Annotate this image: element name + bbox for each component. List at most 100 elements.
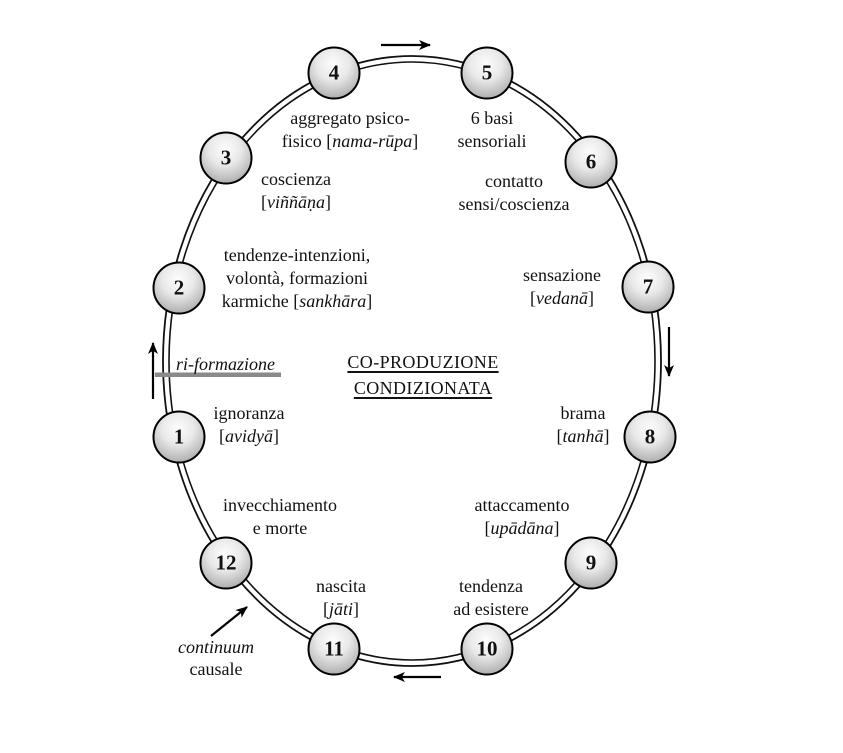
label-text: invecchiamento	[223, 494, 337, 515]
reformation-label: ri-formazione	[176, 354, 275, 374]
bracket-close: ]	[366, 290, 373, 311]
node-label-7: sensazione[vedanā]	[523, 264, 601, 310]
label-line: ad esistere	[453, 598, 528, 621]
label-text: tendenze-intenzioni,	[223, 244, 371, 265]
label-line: sensi/coscienza	[459, 193, 570, 216]
label-line: sensoriali	[458, 130, 527, 153]
node-number: 5	[481, 60, 493, 85]
node-circle-1: 1	[152, 410, 206, 464]
bracket-close: ]	[272, 425, 279, 446]
label-line: contatto	[459, 170, 570, 193]
pali-term: avidyā	[225, 425, 273, 446]
bracket-open: [	[261, 191, 267, 212]
label-line: sensazione	[523, 264, 601, 287]
label-text: attaccamento	[474, 494, 570, 515]
label-line: coscienza	[261, 168, 331, 191]
label-text: 6 basi	[470, 107, 514, 128]
node-circle-8: 8	[623, 410, 677, 464]
label-line: ignoranza	[214, 402, 285, 425]
label-line: invecchiamento	[223, 494, 337, 517]
diagram-title: CO-PRODUZIONE CONDIZIONATA	[347, 349, 498, 401]
label-line: nascita	[316, 575, 366, 598]
label-text: karmiche	[221, 290, 294, 311]
diagram-title-line1: CO-PRODUZIONE	[347, 352, 499, 372]
node-number: 9	[585, 550, 597, 575]
pali-term: tanhā	[562, 425, 604, 446]
node-number: 4	[328, 60, 340, 85]
label-line: tendenza	[453, 575, 528, 598]
pali-term: jāti	[328, 598, 354, 619]
node-circle-4: 4	[307, 46, 361, 100]
node-circle-11: 11	[307, 622, 361, 676]
label-line: [viññāṇa]	[261, 191, 331, 214]
node-circle-10: 10	[460, 622, 514, 676]
node-number: 8	[644, 424, 656, 449]
bracket-close: ]	[325, 191, 331, 212]
label-text: volontà, formazioni	[226, 267, 368, 288]
node-circle-7: 7	[621, 260, 675, 314]
bracket-close: ]	[603, 425, 610, 446]
node-circle-3: 3	[199, 131, 253, 185]
label-line: [upādāna]	[475, 517, 570, 540]
label-text: fisico	[281, 130, 327, 151]
pali-term: vedanā	[536, 287, 588, 308]
label-line: karmiche [sankhāra]	[222, 290, 372, 313]
label-line: e morte	[223, 517, 337, 540]
label-text: tendenza	[459, 575, 523, 596]
label-text: sensoriali	[457, 130, 527, 151]
bracket-open: [	[530, 287, 536, 308]
label-text: coscienza	[261, 168, 331, 189]
label-line: tendenze-intenzioni,	[222, 244, 372, 267]
bracket-open: [	[293, 290, 300, 311]
label-text: aggregato psico-	[290, 107, 410, 128]
label-line: attaccamento	[475, 494, 570, 517]
node-label-8: brama[tanhā]	[556, 402, 609, 448]
node-number: 6	[585, 149, 597, 174]
bracket-close: ]	[553, 517, 560, 538]
bracket-open: [	[326, 130, 333, 151]
label-line: aggregato psico-	[282, 107, 419, 130]
label-line: [tanhā]	[556, 425, 609, 448]
bracket-close: ]	[412, 130, 419, 151]
node-number: 12	[215, 550, 237, 575]
continuum-label: continuum causale	[178, 636, 254, 680]
pali-term: upādāna	[490, 517, 554, 538]
label-text: e morte	[252, 517, 308, 538]
diagonal-arrow-icon	[210, 606, 248, 637]
pali-term: viññāṇa	[267, 191, 325, 212]
label-line: 6 basi	[458, 107, 527, 130]
bracket-close: ]	[587, 287, 594, 308]
node-label-4: aggregato psico-fisico [nama-rūpa]	[282, 107, 419, 153]
label-line: [avidyā]	[214, 425, 285, 448]
node-circle-12: 12	[199, 536, 253, 590]
label-text: sensazione	[523, 264, 601, 285]
label-line: fisico [nama-rūpa]	[282, 130, 419, 153]
node-number: 11	[324, 636, 344, 661]
bracket-close: ]	[353, 598, 360, 619]
label-text: contatto	[485, 170, 543, 191]
node-circle-9: 9	[564, 536, 618, 590]
label-line: [jāti]	[316, 598, 366, 621]
continuum-label-line2: causale	[189, 659, 243, 679]
label-text: nascita	[316, 575, 366, 596]
bracket-open: [	[556, 425, 563, 446]
node-circle-6: 6	[564, 135, 618, 189]
reformation-underline-bar	[155, 372, 281, 377]
node-number: 3	[220, 145, 232, 170]
label-line: [vedanā]	[523, 287, 601, 310]
node-number: 10	[476, 636, 498, 661]
bracket-open: [	[322, 598, 329, 619]
node-circle-2: 2	[152, 261, 206, 315]
wheel-ellipse	[162, 55, 662, 667]
label-text: sensi/coscienza	[458, 193, 570, 214]
label-line: brama	[556, 402, 609, 425]
pali-term: nama-rūpa	[332, 130, 413, 151]
node-number: 1	[173, 424, 185, 449]
